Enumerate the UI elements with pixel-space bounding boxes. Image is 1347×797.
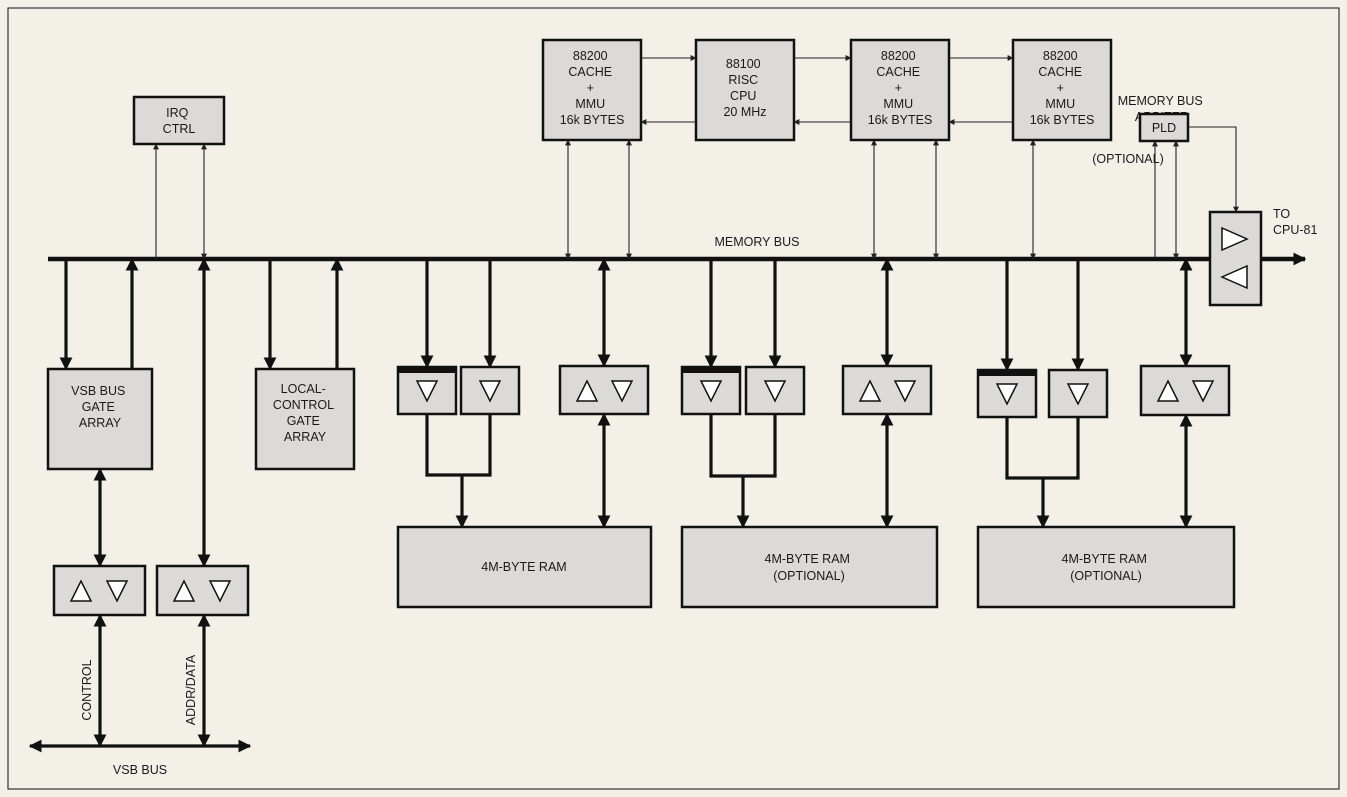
to-cpu81-label: TO CPU-81 <box>1273 207 1318 237</box>
cache-block-1: 88200 CACHE + MMU 16k BYTES <box>541 38 643 142</box>
vsb-bus-label: VSB BUS <box>113 763 167 777</box>
thin-bus-links <box>153 126 1239 260</box>
vsb-gate-array: VSB BUS GATE ARRAY <box>46 367 154 471</box>
ram-bank-3-label: 4M-BYTE RAM (OPTIONAL) <box>1062 552 1151 583</box>
cpu-cache-links <box>640 55 1014 125</box>
vsb-control-transceiver <box>52 564 147 617</box>
cpu-block-label: 88100 RISC CPU 20 MHz <box>723 57 766 119</box>
diagram-frame <box>7 7 1340 790</box>
vsb-addr-data-transceiver <box>155 564 250 617</box>
cpu81-buffer <box>1208 210 1263 307</box>
memory-bank-1: 4M-BYTE RAM <box>396 257 653 609</box>
addr-data-label: ADDR/DATA <box>184 654 198 725</box>
cache-block-3: 88200 CACHE + MMU 16k BYTES <box>1011 38 1113 142</box>
pld-label: PLD <box>1152 121 1176 135</box>
optional-label: (OPTIONAL) <box>1092 152 1164 166</box>
pld-block: PLD <box>1138 112 1190 143</box>
memory-bank-3: 4M-BYTE RAM (OPTIONAL) <box>976 257 1236 609</box>
local-control-gate-array-label: LOCAL- CONTROL GATE ARRAY <box>273 382 337 444</box>
local-control-gate-array: LOCAL- CONTROL GATE ARRAY <box>254 367 356 471</box>
cache-block-2: 88200 CACHE + MMU 16k BYTES <box>849 38 951 142</box>
ram-bank-2-label: 4M-BYTE RAM (OPTIONAL) <box>765 552 854 583</box>
memory-bus-label: MEMORY BUS <box>715 235 800 249</box>
memory-bank-2: 4M-BYTE RAM (OPTIONAL) <box>680 257 939 609</box>
control-label: CONTROL <box>80 659 94 720</box>
cache-block-3-label: 88200 CACHE + MMU 16k BYTES <box>1030 49 1095 127</box>
ram-bank-1-label: 4M-BYTE RAM <box>481 560 566 574</box>
vsb-gate-array-label: VSB BUS GATE ARRAY <box>71 384 129 430</box>
cache-block-2-label: 88200 CACHE + MMU 16k BYTES <box>868 49 933 127</box>
cache-block-1-label: 88200 CACHE + MMU 16k BYTES <box>560 49 625 127</box>
cpu-block: 88100 RISC CPU 20 MHz <box>694 38 796 142</box>
irq-ctrl-label: IRQ CTRL <box>163 106 196 136</box>
irq-ctrl-block: IRQ CTRL <box>132 95 226 146</box>
